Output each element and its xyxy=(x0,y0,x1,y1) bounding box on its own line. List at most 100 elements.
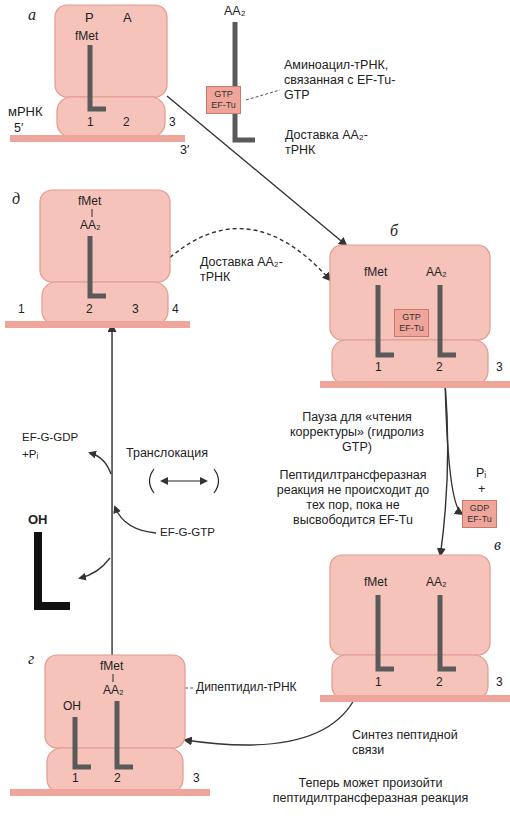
small-subunit xyxy=(332,655,488,700)
codon-number: 1 xyxy=(87,115,94,129)
edge-label: Синтез пептидной связи xyxy=(352,728,487,758)
codon-number: 3 xyxy=(193,771,200,785)
codon-number: 2 xyxy=(86,302,93,316)
codon-number: 2 xyxy=(123,115,130,129)
ribosome: fMetAA₂OH123 xyxy=(45,655,185,793)
ribosome-shape xyxy=(40,190,170,325)
trna-release-arrow xyxy=(80,558,110,578)
trna-label: fMet xyxy=(364,265,387,279)
annotation: OH xyxy=(28,512,48,527)
trna xyxy=(117,701,133,767)
ribosome: fMetAA₂123GTPEF-Tu xyxy=(330,245,490,385)
factor-label: EF-Tu xyxy=(211,100,236,111)
codon-number: 2 xyxy=(436,360,443,374)
peptide-bond xyxy=(112,674,113,682)
small-subunit xyxy=(57,97,165,137)
trna-label: AA₂ xyxy=(103,683,124,697)
large-subunit xyxy=(40,190,170,282)
annotation: Теперь может произойти пептидилтрансфера… xyxy=(248,776,493,806)
ef-tu-complex: GTPEF-Tu xyxy=(206,86,241,114)
edge-label: Доставка AA₂-тРНК xyxy=(285,128,370,158)
ef-g-release-arrow xyxy=(90,453,111,474)
annotation: +Pᵢ xyxy=(22,447,38,462)
codon-number: 3 xyxy=(132,302,139,316)
panel-letter: б xyxy=(390,222,398,240)
paren xyxy=(150,469,155,493)
process-arrow xyxy=(445,385,462,514)
annotation: 3′ xyxy=(180,143,189,158)
trna-label: AA₂ xyxy=(426,575,447,589)
process-arrow xyxy=(111,325,112,655)
process-arrow xyxy=(185,700,354,745)
panel-letter: д xyxy=(12,190,20,208)
trna xyxy=(235,22,255,140)
trna-label: fMet xyxy=(100,659,123,673)
mrna-strand xyxy=(10,789,210,796)
codon-number: 1 xyxy=(18,302,25,316)
panel-letter: г xyxy=(28,650,34,668)
factor-label: EF-Tu xyxy=(467,514,492,525)
leader-line xyxy=(246,90,280,100)
codon-number: 1 xyxy=(375,675,382,689)
factor-label: GTP xyxy=(402,312,421,323)
mrna-strand xyxy=(320,695,510,702)
annotation: Pᵢ xyxy=(476,466,486,481)
annotation: AA₂ xyxy=(224,4,246,19)
codon-number: 2 xyxy=(436,675,443,689)
trna-label: fMet xyxy=(75,29,98,43)
factor-label: GTP xyxy=(214,89,233,100)
trna xyxy=(378,285,394,355)
ribosome: PAfMet123 xyxy=(55,5,167,137)
trna xyxy=(440,285,456,355)
trna-label: fMet xyxy=(364,575,387,589)
trna xyxy=(75,717,91,767)
dashed-arrow xyxy=(170,229,330,280)
annotation: мРНК xyxy=(8,104,43,119)
trna xyxy=(440,595,456,669)
codon-number: 3 xyxy=(496,675,503,689)
ef-tu-complex: GTPEF-Tu xyxy=(394,309,429,337)
paren xyxy=(214,469,219,493)
trna-label: AA₂ xyxy=(80,218,101,232)
codon-number: 3 xyxy=(169,115,176,129)
edge-label: Транслокация xyxy=(126,446,226,461)
trna xyxy=(90,236,106,296)
ribosome-shape xyxy=(55,5,167,137)
annotation: EF-G-GDP xyxy=(22,430,78,445)
mrna-strand xyxy=(5,321,190,328)
annotation: EF-G-GTP xyxy=(160,525,215,540)
mrna-strand xyxy=(320,381,510,388)
trna xyxy=(90,45,106,109)
ribosome: fMetAA₂1234 xyxy=(40,190,170,325)
annotation: Дипептидил-тРНК xyxy=(196,680,297,695)
annotation: Пептидилтрансферазная реакция не происхо… xyxy=(268,468,438,528)
peptide-bond xyxy=(91,209,92,217)
trna-label: OH xyxy=(63,699,81,713)
large-subunit xyxy=(330,555,490,655)
codon-number: 1 xyxy=(375,360,382,374)
annotation: 5′ xyxy=(14,121,23,136)
trna-label: A xyxy=(123,11,132,25)
large-subunit xyxy=(55,5,167,97)
factor-label: GDP xyxy=(470,503,490,514)
codon-number: 1 xyxy=(72,771,79,785)
ef-tu-complex: GDPEF-Tu xyxy=(462,500,497,528)
ribosome: fMetAA₂123 xyxy=(330,555,490,700)
edge-label: Доставка AA₂-тРНК xyxy=(200,255,285,285)
process-arrow xyxy=(167,96,346,245)
shift-arrow xyxy=(162,480,206,481)
trna-label: P xyxy=(85,11,94,25)
panel-letter: а xyxy=(28,6,36,24)
annotation: Пауза для «чтения корректуры» (гидролиз … xyxy=(282,410,432,455)
codon-number: 2 xyxy=(114,771,121,785)
trna xyxy=(378,595,394,669)
codon-number: 4 xyxy=(172,302,179,316)
panel-letter: в xyxy=(494,536,501,554)
mrna-strand xyxy=(10,135,185,142)
released-trna xyxy=(38,532,70,606)
annotation: + xyxy=(478,482,485,497)
ef-g-arrow xyxy=(115,507,156,533)
small-subunit xyxy=(332,340,488,385)
large-subunit xyxy=(330,245,490,340)
